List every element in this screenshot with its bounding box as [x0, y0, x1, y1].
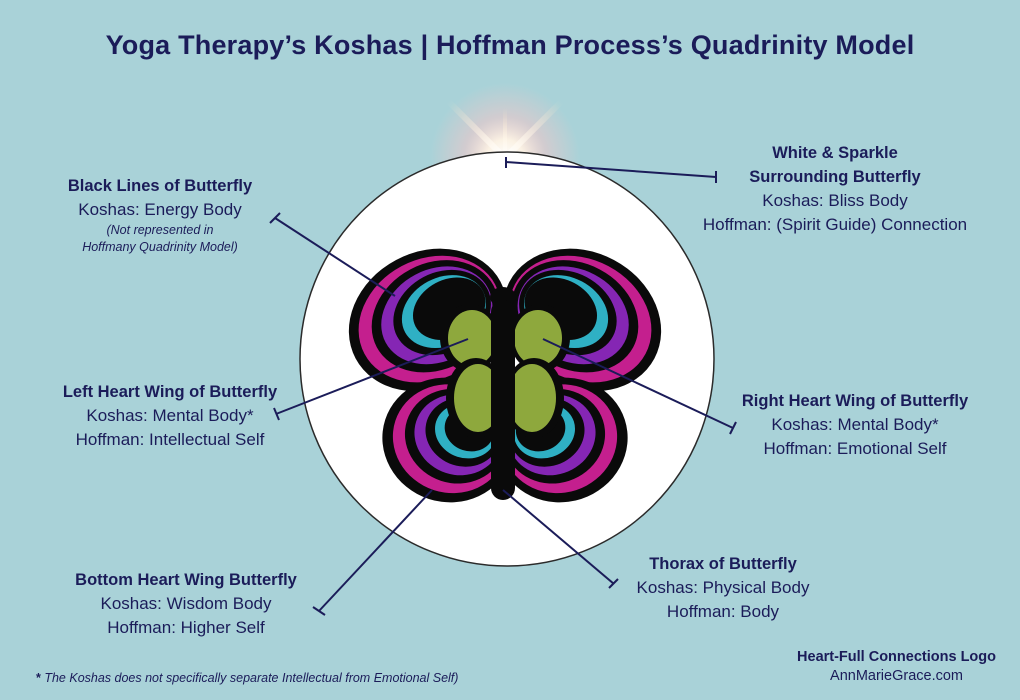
thorax	[490, 287, 516, 500]
right-wing-heading: Right Heart Wing of Butterfly	[741, 392, 969, 410]
bottom-wing-label: Bottom Heart Wing Butterfly Koshas: Wisd…	[40, 568, 332, 640]
black-lines-koshas: Koshas: Energy Body	[78, 200, 242, 219]
right-wing-koshas: Koshas: Mental Body*	[771, 415, 939, 434]
black-lines-heading: Black Lines of Butterfly	[67, 177, 253, 195]
thorax-koshas: Koshas: Physical Body	[636, 578, 810, 597]
thorax-label: Thorax of Butterfly Koshas: Physical Bod…	[610, 552, 836, 624]
sparkle-label: White & Sparkle Surrounding Butterfly Ko…	[672, 141, 998, 237]
brand-block: Heart-Full Connections Logo AnnMarieGrac…	[797, 648, 996, 686]
sparkle-heading-2: Surrounding Butterfly	[749, 168, 921, 186]
black-lines-note-2: Hoffmany Quadrinity Model)	[82, 240, 238, 254]
footnote-text: The Koshas does not specifically separat…	[40, 671, 459, 685]
thorax-heading: Thorax of Butterfly	[649, 555, 797, 573]
right-heart-wing	[504, 304, 570, 438]
bottom-wing-heading: Bottom Heart Wing Butterfly	[75, 571, 297, 589]
brand-site[interactable]: AnnMarieGrace.com	[830, 668, 963, 684]
connector-lines	[269, 157, 737, 616]
right-wing-label: Right Heart Wing of Butterfly Koshas: Me…	[712, 389, 998, 461]
left-wing-hoffman: Hoffman: Intellectual Self	[75, 430, 265, 449]
thorax-hoffman: Hoffman: Body	[666, 602, 780, 621]
butterfly	[348, 248, 662, 503]
black-lines-label: Black Lines of Butterfly Koshas: Energy …	[40, 174, 280, 256]
bottom-wing-hoffman: Hoffman: Higher Self	[107, 618, 265, 637]
sparkle-hoffman: Hoffman: (Spirit Guide) Connection	[702, 215, 968, 234]
footnote-star: *	[36, 671, 41, 685]
bottom-wing-koshas: Koshas: Wisdom Body	[100, 594, 272, 613]
sparkle-heading-1: White & Sparkle	[772, 144, 898, 162]
right-wing-hoffman: Hoffman: Emotional Self	[763, 439, 947, 458]
left-wing-koshas: Koshas: Mental Body*	[86, 406, 254, 425]
footnote: * The Koshas does not specifically separ…	[36, 671, 458, 685]
left-wing-heading: Left Heart Wing of Butterfly	[62, 383, 278, 401]
page-title: Yoga Therapy’s Koshas | Hoffman Process’…	[105, 30, 915, 60]
sparkle-koshas: Koshas: Bliss Body	[762, 191, 908, 210]
left-wing-label: Left Heart Wing of Butterfly Koshas: Men…	[28, 380, 312, 452]
black-lines-note-1: (Not represented in	[106, 223, 214, 237]
brand-name: Heart-Full Connections Logo	[797, 649, 996, 665]
